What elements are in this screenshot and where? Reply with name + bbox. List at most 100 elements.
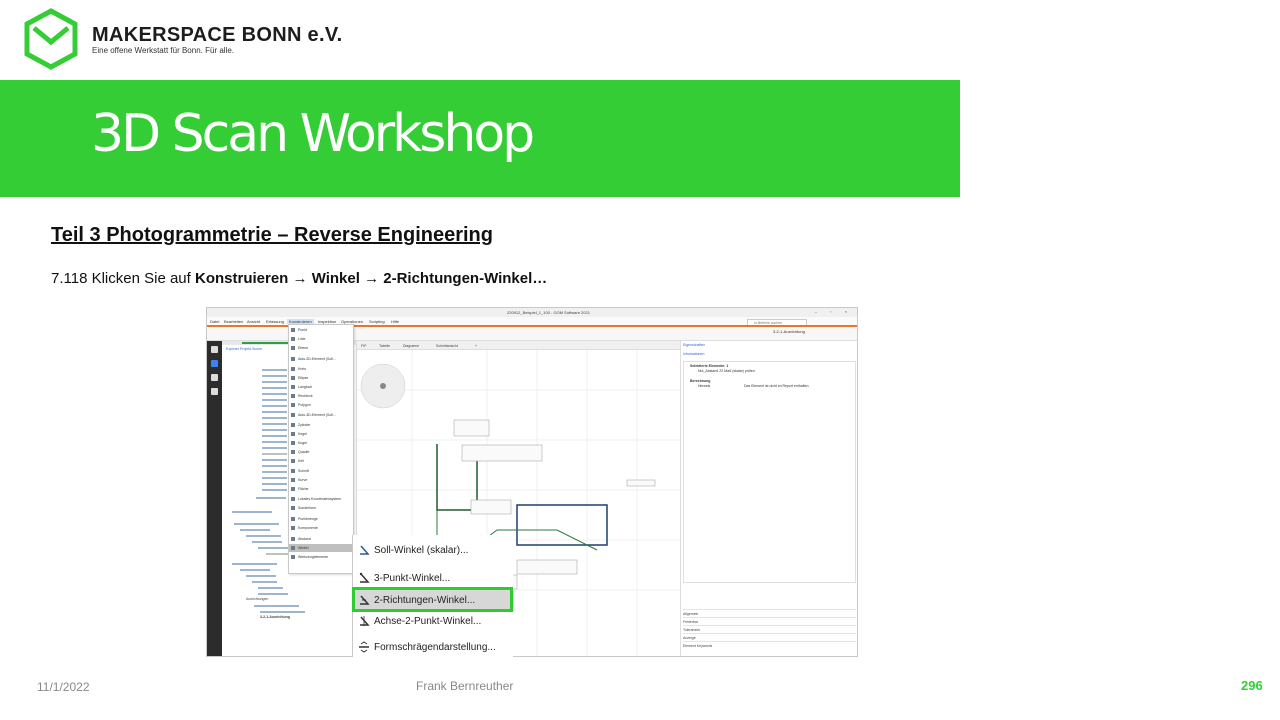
dd-sonderform[interactable]: Sonderform xyxy=(289,504,353,512)
report-icon[interactable] xyxy=(211,374,218,381)
tree-row[interactable] xyxy=(262,435,287,437)
tree-row[interactable] xyxy=(262,441,287,443)
tab-tabelle[interactable]: Tabelle xyxy=(379,344,391,348)
tree-row[interactable] xyxy=(262,477,287,479)
tree-row[interactable] xyxy=(262,483,287,485)
tree-row[interactable] xyxy=(234,523,279,525)
dd-langloch[interactable]: Langloch xyxy=(289,383,353,391)
tree-row[interactable] xyxy=(262,381,287,383)
dd-komponente[interactable]: Komponente xyxy=(289,524,353,532)
menu-hilfe[interactable]: Hilfe xyxy=(391,319,400,324)
dd-auto-3d[interactable]: Auto-3D-Element (Soll… xyxy=(289,411,353,419)
dd-zylinder[interactable]: Zylinder xyxy=(289,421,353,429)
tree-row[interactable] xyxy=(232,563,277,565)
tree-row[interactable] xyxy=(256,497,286,499)
grid-icon[interactable] xyxy=(211,388,218,395)
tree-row[interactable] xyxy=(262,369,287,371)
dd-keil[interactable]: Keil xyxy=(289,457,353,465)
dd-polygon[interactable]: Polygon xyxy=(289,401,353,409)
dd-lokales-ks[interactable]: Lokales Koordinatensystem xyxy=(289,495,353,503)
menu-operationen[interactable]: Operationen xyxy=(341,319,364,324)
props-fehlerbar[interactable]: Fehlerbar xyxy=(683,617,856,625)
tree-row[interactable] xyxy=(262,489,287,491)
dd-auto-2d[interactable]: Auto-2D-Element (Soll… xyxy=(289,355,353,363)
tree-row[interactable] xyxy=(262,429,287,431)
tree-row[interactable] xyxy=(258,593,288,595)
submenu-3-punkt-winkel[interactable]: 3-Punkt-Winkel... xyxy=(353,567,514,589)
home-icon[interactable] xyxy=(211,346,218,353)
tree-label-321[interactable]: 3-2-1-Ausrichtung xyxy=(260,615,290,619)
tree-row[interactable] xyxy=(262,465,287,467)
konstruieren-dropdown: Punkt Linie Ebene Auto-2D-Element (Soll…… xyxy=(288,324,354,574)
menu-inspektion[interactable]: Inspektion xyxy=(318,319,337,324)
tree-row[interactable] xyxy=(258,547,288,549)
tree-row[interactable] xyxy=(254,605,299,607)
tree-row[interactable] xyxy=(262,375,287,377)
tree-row[interactable] xyxy=(246,535,281,537)
page-number: 296 xyxy=(1241,678,1263,693)
dd-punkt[interactable]: Punkt xyxy=(289,326,353,334)
tab-diagramm[interactable]: Diagramm xyxy=(403,344,420,348)
menu-ansicht[interactable]: Ansicht xyxy=(247,319,261,324)
tree-row[interactable] xyxy=(246,575,276,577)
dd-ellipse[interactable]: Ellipse xyxy=(289,374,353,382)
tree-row[interactable] xyxy=(262,459,287,461)
menu-scripting[interactable]: Scripting xyxy=(369,319,385,324)
explorer-tabs[interactable]: Explorer Projekt-Suche xyxy=(226,347,262,351)
properties-tab[interactable]: Eigenschaften xyxy=(683,343,706,347)
dd-schnitt[interactable]: Schnitt xyxy=(289,467,353,475)
search-icon[interactable] xyxy=(211,360,218,367)
tree-row[interactable] xyxy=(262,405,287,407)
section-heading: Teil 3 Photogrammetrie – Reverse Enginee… xyxy=(51,224,493,246)
dd-quader[interactable]: Quader xyxy=(289,448,353,456)
props-allgemein[interactable]: Allgemein xyxy=(683,609,856,617)
tab-add[interactable]: + xyxy=(475,344,478,348)
tree-row[interactable] xyxy=(260,611,305,613)
dd-ebene[interactable]: Ebene xyxy=(289,344,353,352)
dd-kegel[interactable]: Kegel xyxy=(289,430,353,438)
tree-row[interactable] xyxy=(262,417,287,419)
menu-erfassung[interactable]: Erfassung xyxy=(266,319,285,324)
submenu-formschraegendarstellung[interactable]: Formschrägendarstellung... xyxy=(353,636,514,658)
props-toleranzen[interactable]: Toleranzen xyxy=(683,625,856,633)
dd-linie[interactable]: Linie xyxy=(289,335,353,343)
dd-werkzeugelemente[interactable]: Werkzeugelemente xyxy=(289,553,353,561)
tree-row[interactable] xyxy=(258,587,283,589)
menu-konstruieren[interactable]: Konstruieren xyxy=(287,319,314,324)
dd-flaeche[interactable]: Fläche xyxy=(289,485,353,493)
tree-row-selected[interactable] xyxy=(266,553,291,555)
props-anzeige[interactable]: Anzeige xyxy=(683,633,856,641)
tree-row[interactable] xyxy=(262,471,287,473)
dd-winkel[interactable]: Winkel xyxy=(289,544,353,552)
view-tabs: FIP Tabelle Diagramm Schnittansicht + xyxy=(357,341,680,350)
tree-row[interactable] xyxy=(262,411,287,413)
tree-row[interactable] xyxy=(262,393,287,395)
tree-row[interactable] xyxy=(240,529,270,531)
tree-row[interactable] xyxy=(252,581,277,583)
dd-kugel[interactable]: Kugel xyxy=(289,439,353,447)
dd-punktmenge[interactable]: Punktmenge xyxy=(289,515,353,523)
menu-datei[interactable]: Datei xyxy=(210,319,220,324)
submenu-2-richtungen-winkel[interactable]: 2-Richtungen-Winkel... xyxy=(353,589,514,611)
tree-row[interactable] xyxy=(240,569,270,571)
submenu-achse-2-punkt-winkel[interactable]: Achse-2-Punkt-Winkel... xyxy=(353,610,514,632)
tab-fip[interactable]: FIP xyxy=(361,344,367,348)
window-controls-icon[interactable]: – ▫ × xyxy=(814,309,853,314)
alignment-selector[interactable]: 3-2-1-Ausrichtung xyxy=(773,329,805,334)
tree-row[interactable] xyxy=(252,541,282,543)
submenu-soll-winkel[interactable]: Soll-Winkel (skalar)... xyxy=(353,539,514,561)
tab-schnittansicht[interactable]: Schnittansicht xyxy=(436,344,458,348)
props-keywords[interactable]: Element Keywords xyxy=(683,641,856,649)
tree-row-selected[interactable] xyxy=(262,453,287,455)
menu-bearbeiten[interactable]: Bearbeiten xyxy=(224,319,244,324)
tree-row[interactable] xyxy=(262,399,287,401)
dd-rechteck[interactable]: Rechteck xyxy=(289,392,353,400)
dd-kurve[interactable]: Kurve xyxy=(289,476,353,484)
tree-row[interactable] xyxy=(262,387,287,389)
dd-abstand[interactable]: Abstand xyxy=(289,535,353,543)
tree-row[interactable] xyxy=(232,511,272,513)
tree-row[interactable] xyxy=(262,447,287,449)
tree-row[interactable] xyxy=(262,423,287,425)
org-name: MAKERSPACE BONN e.V. xyxy=(92,24,343,46)
dd-kreis[interactable]: Kreis xyxy=(289,365,353,373)
